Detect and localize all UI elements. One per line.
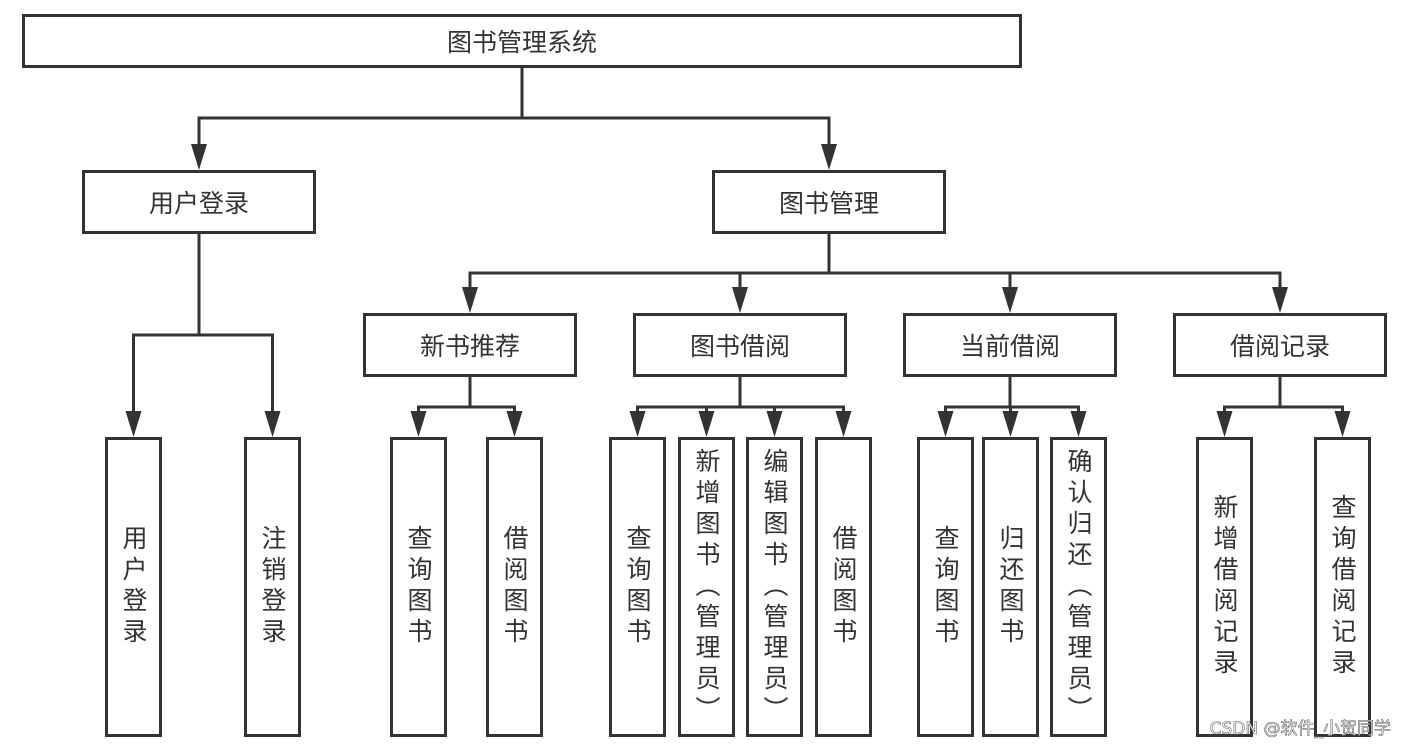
node-label: 借阅图书 <box>500 525 529 649</box>
function-node: 查询图书 <box>609 437 666 737</box>
node-label: 图书管理系统 <box>446 28 597 57</box>
arrowhead-icon <box>462 287 478 313</box>
arrowhead-icon <box>191 144 207 170</box>
module-node: 图书管理 <box>712 170 946 234</box>
node-label: 注销登录 <box>258 525 287 649</box>
function-node: 查询图书 <box>390 437 447 737</box>
arrowhead-icon <box>1070 411 1087 437</box>
node-label: 图书借阅 <box>689 332 790 361</box>
function-node: 借阅图书 <box>486 437 543 737</box>
arrowhead-icon <box>698 411 715 437</box>
module-node: 图书借阅 <box>633 313 847 377</box>
arrowhead-icon <box>1216 411 1233 437</box>
arrowhead-icon <box>732 287 748 313</box>
node-label: 当前借阅 <box>959 332 1060 361</box>
node-label: 借阅图书 <box>829 525 858 649</box>
node-label: 编辑图书（管理员） <box>760 447 789 727</box>
function-node: 借阅图书 <box>815 437 872 737</box>
arrowhead-icon <box>506 411 523 437</box>
function-node: 编辑图书（管理员） <box>746 437 803 737</box>
module-node: 新书推荐 <box>363 313 577 377</box>
function-node: 归还图书 <box>982 437 1039 737</box>
node-label: 查询图书 <box>404 525 433 649</box>
function-node: 注销登录 <box>244 437 301 737</box>
module-node: 当前借阅 <box>903 313 1117 377</box>
root-node: 图书管理系统 <box>22 14 1022 68</box>
node-label: 新书推荐 <box>419 332 520 361</box>
function-node: 新增借阅记录 <box>1196 437 1253 737</box>
node-label: 图书管理 <box>778 189 879 218</box>
module-node: 借阅记录 <box>1173 313 1387 377</box>
function-node: 确认归还（管理员） <box>1050 437 1107 737</box>
node-label: 借阅记录 <box>1229 332 1330 361</box>
arrowhead-icon <box>1002 287 1018 313</box>
node-label: 新增图书（管理员） <box>692 447 721 727</box>
node-label: 新增借阅记录 <box>1210 494 1239 680</box>
node-label: 查询借阅记录 <box>1328 494 1357 680</box>
node-label: 用户登录 <box>148 189 249 218</box>
node-label: 查询图书 <box>623 525 652 649</box>
arrowhead-icon <box>264 411 281 437</box>
watermark: CSDN @软件_小贺同学 <box>1209 719 1391 740</box>
arrowhead-icon <box>629 411 646 437</box>
node-label: 确认归还（管理员） <box>1064 447 1093 727</box>
node-label: 归还图书 <box>996 525 1025 649</box>
arrowhead-icon <box>410 411 427 437</box>
arrowhead-icon <box>766 411 783 437</box>
arrowhead-icon <box>937 411 954 437</box>
node-label: 用户登录 <box>119 525 148 649</box>
arrowhead-icon <box>1002 411 1019 437</box>
arrowhead-icon <box>835 411 852 437</box>
module-node: 用户登录 <box>82 170 316 234</box>
arrowhead-icon <box>1334 411 1351 437</box>
function-node: 查询图书 <box>917 437 974 737</box>
arrowhead-icon <box>1272 287 1288 313</box>
function-node: 查询借阅记录 <box>1314 437 1371 737</box>
arrowhead-icon <box>821 144 837 170</box>
node-label: 查询图书 <box>931 525 960 649</box>
arrowhead-icon <box>125 411 142 437</box>
function-node: 新增图书（管理员） <box>678 437 735 737</box>
function-node: 用户登录 <box>105 437 162 737</box>
